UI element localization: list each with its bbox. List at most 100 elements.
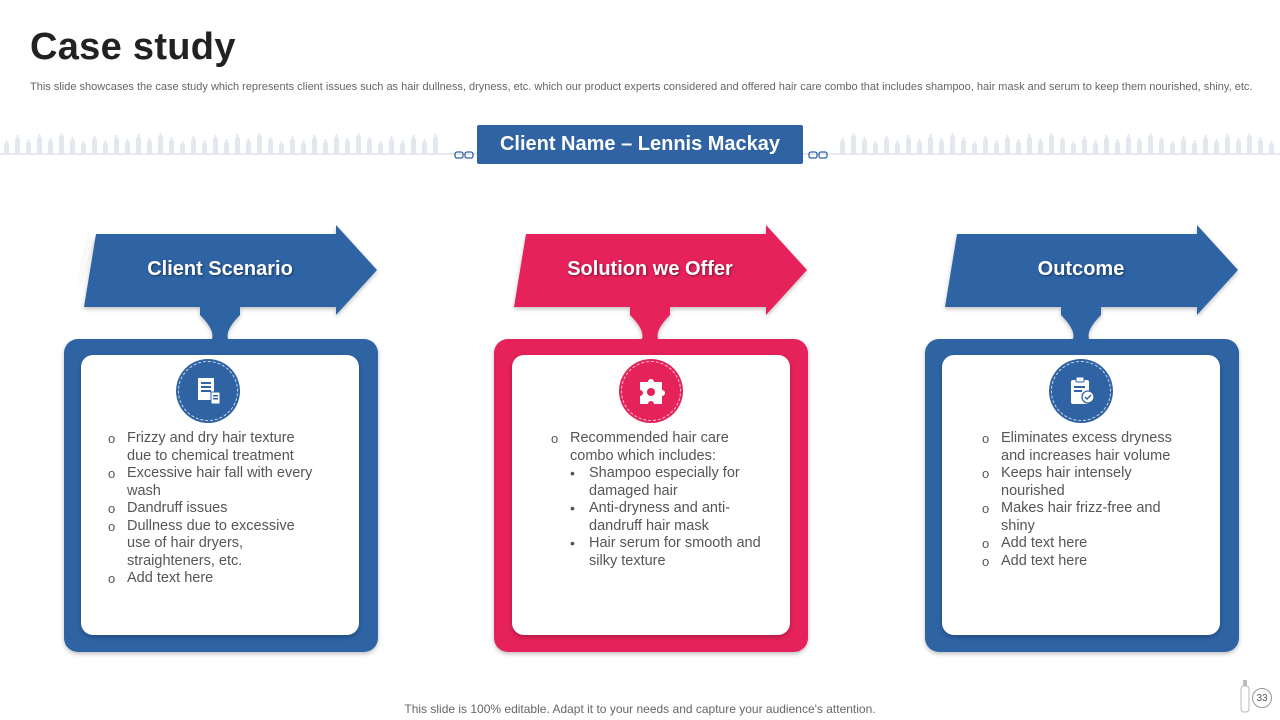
decorative-bottle-cap [1193, 140, 1196, 143]
page-number: 33 [1252, 688, 1272, 708]
sublist-item: Hair serum for smooth and silky texture [570, 535, 761, 570]
decorative-bottle [191, 139, 196, 154]
decorative-bottle-cap [423, 139, 426, 142]
decorative-bottle [224, 142, 229, 154]
decorative-bottle-cap [1270, 141, 1273, 144]
decorative-bottle-cap [302, 140, 305, 143]
decorative-bottle [114, 138, 119, 154]
decorative-bottle-cap [38, 134, 41, 137]
decorative-bottle-cap [170, 137, 173, 140]
decorative-bottle-cap [104, 140, 107, 143]
decorative-bottle-cap [16, 135, 19, 138]
decorative-bottle [1027, 137, 1032, 154]
decorative-bottle [895, 143, 900, 154]
chain-link-icon [454, 151, 474, 159]
decorative-bottle-cap [269, 137, 272, 140]
decorative-bottle [1005, 138, 1010, 154]
decorative-bottle-cap [390, 136, 393, 139]
decorative-bottle [433, 137, 438, 154]
decorative-bottle [1203, 138, 1208, 154]
clipboard-check-icon [1049, 359, 1113, 423]
decorative-bottle-cap [907, 135, 910, 138]
list-item: Makes hair frizz-free and shiny [982, 500, 1197, 535]
decorative-bottle [1071, 144, 1076, 154]
footer-note: This slide is 100% editable. Adapt it to… [404, 702, 876, 716]
decorative-bottle-cap [412, 135, 415, 138]
decorative-bottle [840, 141, 845, 154]
decorative-bottle [1126, 137, 1131, 154]
decorative-bottle [323, 142, 328, 154]
decorative-bottle [906, 138, 911, 154]
list-item: Excessive hair fall with every wash [108, 465, 318, 500]
list-item: Frizzy and dry hair texture due to chemi… [108, 430, 318, 465]
list-item: Dandruff issues [108, 500, 318, 518]
sublist-item: Anti-dryness and anti-dandruff hair mask [570, 500, 761, 535]
decorative-bottle-cap [203, 140, 206, 143]
decorative-bottle [1181, 139, 1186, 154]
decorative-bottle-cap [1116, 139, 1119, 142]
decorative-bottle-cap [379, 141, 382, 144]
decorative-bottle [1104, 138, 1109, 154]
decorative-bottle [301, 143, 306, 154]
list-item: Dullness due to excessive use of hair dr… [108, 518, 318, 571]
decorative-bottle-cap [148, 138, 151, 141]
decorative-bottle [1159, 140, 1164, 154]
list-item-text: Recommended hair care combo which includ… [570, 430, 729, 464]
list-item: Add text here [982, 553, 1197, 571]
decorative-bottle [1247, 136, 1252, 154]
decorative-bottle [202, 143, 207, 154]
decorative-bottle [180, 144, 185, 154]
decorative-bottle-cap [291, 136, 294, 139]
list-item: Keeps hair intensely nourished [982, 465, 1197, 500]
decorative-bottle [983, 139, 988, 154]
document-icon [176, 359, 240, 423]
decorative-bottle-cap [841, 138, 844, 141]
decorative-bottle [59, 136, 64, 154]
decorative-bottle [48, 141, 53, 154]
decorative-bottle-cap [995, 140, 998, 143]
panel-heading-solution: Solution we Offer [567, 258, 733, 280]
decorative-bottle-cap [346, 138, 349, 141]
decorative-bottle-cap [5, 140, 8, 143]
decorative-bottle [1016, 142, 1021, 154]
decorative-bottle [961, 140, 966, 154]
decorative-bottle [917, 142, 922, 154]
decorative-bottle [345, 141, 350, 154]
decorative-bottle-cap [863, 137, 866, 140]
client-scenario-list: Frizzy and dry hair texture due to chemi… [108, 430, 318, 588]
decorative-bottle-cap [896, 140, 899, 143]
decorative-bottle [928, 137, 933, 154]
decorative-bottle [1170, 144, 1175, 154]
decorative-bottle-cap [192, 136, 195, 139]
decorative-bottle [1082, 139, 1087, 154]
decorative-bottle-cap [313, 135, 316, 138]
decorative-bottle [950, 136, 955, 154]
decorative-bottle-cap [258, 133, 261, 136]
page-subtitle: This slide showcases the case study whic… [30, 81, 1253, 93]
decorative-bottle [422, 142, 427, 154]
decorative-bottle-cap [1259, 137, 1262, 140]
chain-link-icon [808, 151, 828, 159]
decorative-bottle-cap [434, 134, 437, 137]
decorative-bottle-cap [82, 141, 85, 144]
decorative-bottle-cap [1237, 138, 1240, 141]
decorative-bottle-cap [137, 134, 140, 137]
decorative-bottle-cap [1072, 141, 1075, 144]
sublist-item: Shampoo especially for damaged hair [570, 465, 761, 500]
decorative-bottle-cap [1061, 137, 1064, 140]
decorative-bottle-cap [214, 135, 217, 138]
decorative-bottle-cap [93, 136, 96, 139]
decorative-bottle-cap [1050, 133, 1053, 136]
decorative-bottle-cap [49, 138, 52, 141]
decorative-bottle-cap [280, 141, 283, 144]
decorative-bottle-cap [940, 138, 943, 141]
decorative-bottle [1093, 143, 1098, 154]
decorative-bottle-cap [368, 137, 371, 140]
decorative-bottle [136, 137, 141, 154]
client-name-banner: Client Name – Lennis Mackay [477, 125, 803, 164]
decorative-bottle-cap [401, 140, 404, 143]
list-item: Recommended hair care combo which includ… [551, 430, 761, 570]
decorative-bottle [158, 136, 163, 154]
decorative-bottle-cap [247, 138, 250, 141]
decorative-bottle-cap [71, 137, 74, 140]
